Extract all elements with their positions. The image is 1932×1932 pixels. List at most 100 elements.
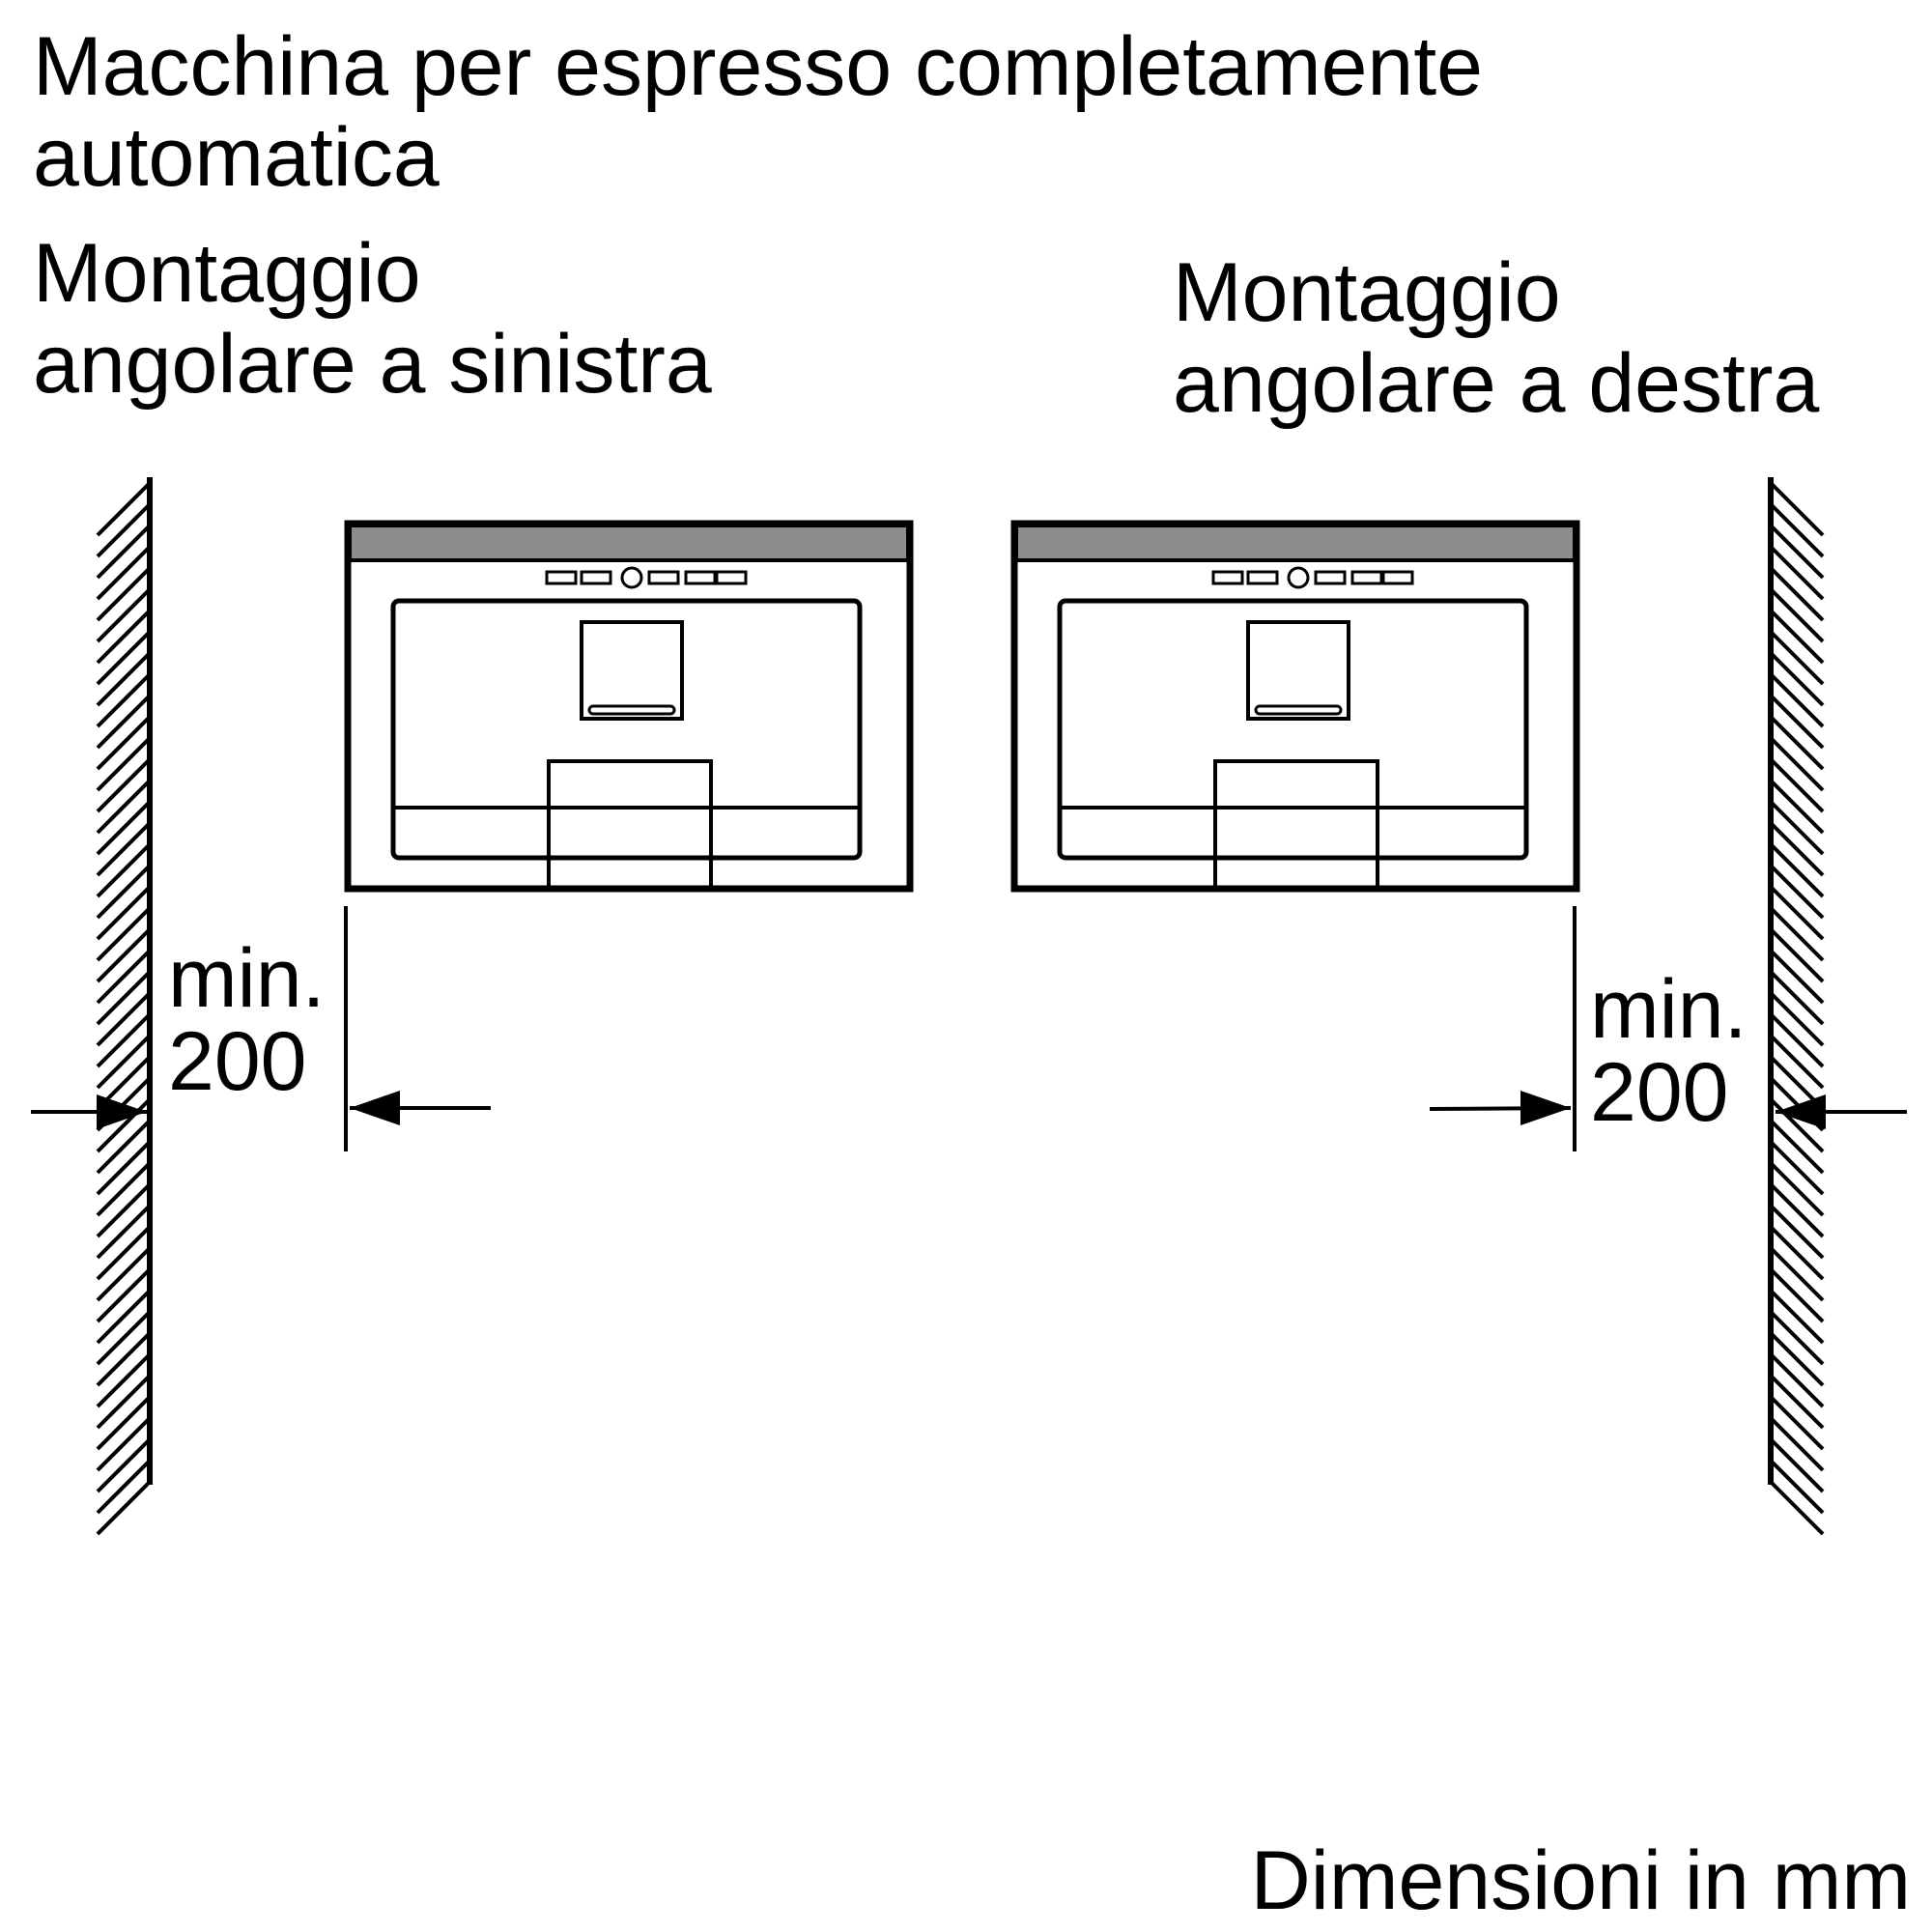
hatch-line [1769,1289,1825,1345]
hatch-line [96,1225,152,1281]
hatch-line [96,502,152,558]
hatch-line [96,949,152,1005]
front-panel [1057,598,1529,861]
hatch-line [96,1331,152,1387]
hatch-line [1769,991,1825,1047]
hatch-line [1769,545,1825,601]
hatch-line [96,864,152,920]
hatch-line [96,800,152,856]
hatch-line [1769,609,1825,665]
hatch-line [96,1267,152,1323]
left-wall-hatching [96,481,152,1536]
hatch-line [1769,1331,1825,1387]
drawer [580,620,684,721]
hatch-line [96,1097,152,1153]
hatch-line [1769,481,1825,537]
page-title: Macchina per espresso completamente auto… [33,21,1483,203]
right-espresso-machine [1010,520,1580,893]
title-line-1: Macchina per espresso completamente [33,20,1483,113]
hatch-line [1769,864,1825,920]
hatch-line [1769,1204,1825,1260]
spout-block [1213,759,1379,887]
hatch-line [96,1204,152,1260]
left-clearance-min: min. [168,932,326,1025]
hatch-line [1769,651,1825,707]
hatch-line [1769,1161,1825,1217]
left-mount-heading: Montaggio angolare a sinistra [33,228,712,410]
hatch-line [1769,1012,1825,1068]
left-clearance-value: 200 [168,1015,307,1108]
hatch-line [1769,1140,1825,1196]
top-strip [1014,524,1577,562]
spout-block [547,759,713,887]
hatch-line [1769,566,1825,622]
hatch-line [96,630,152,686]
hatch-line [1769,1267,1825,1323]
hatch-line [96,481,152,537]
hatch-line [96,842,152,898]
hatch-line [96,1352,152,1408]
left-clearance-label: min. 200 [168,937,325,1103]
hatch-line [96,545,152,601]
right-wall-hatching [1769,481,1825,1536]
hatch-line [96,1140,152,1196]
left-mount-heading-line-2: angolare a sinistra [33,318,712,411]
hatch-line [96,1310,152,1366]
hatch-line [1769,1374,1825,1430]
hatch-line [1769,906,1825,962]
title-line-2: automatica [33,111,440,204]
hatch-line [96,1246,152,1302]
hatch-line [96,1161,152,1217]
hatch-line [96,906,152,962]
hatch-line [1769,927,1825,983]
hatch-line [1769,1352,1825,1408]
hatch-line [1769,1225,1825,1281]
hatch-line [96,991,152,1047]
right-wall [1768,477,1825,1536]
hatch-line [96,1395,152,1451]
left-clearance-dimension [31,906,491,1151]
hatch-line [96,1012,152,1068]
right-clearance-min: min. [1590,963,1747,1056]
hatch-line [96,1289,152,1345]
hatch-line [96,1480,152,1536]
right-mount-heading-line-2: angolare a destra [1173,337,1820,430]
hatch-line [1769,1459,1825,1515]
hatch-line [1769,949,1825,1005]
hatch-line [96,1182,152,1238]
hatch-line [96,1416,152,1472]
hatch-line [1769,1034,1825,1090]
hatch-line [1769,672,1825,728]
hatch-line [96,821,152,877]
hatch-line [1769,524,1825,580]
hatch-line [1769,1395,1825,1451]
hatch-line [96,1437,152,1493]
hatch-line [96,651,152,707]
hatch-line [1769,1437,1825,1493]
hatch-line [1769,1416,1825,1472]
hatch-line [1769,821,1825,877]
hatch-line [96,566,152,622]
hatch-line [96,1034,152,1090]
right-mount-heading: Montaggio angolare a destra [1173,247,1819,429]
hatch-line [1769,736,1825,792]
hatch-line [1769,1246,1825,1302]
hatch-line [96,779,152,835]
hatch-line [1769,1182,1825,1238]
hatch-line [96,524,152,580]
drawer [1246,620,1350,721]
hatch-line [1769,1119,1825,1175]
hatch-line [1769,757,1825,813]
front-panel [390,598,863,861]
hatch-line [1769,1097,1825,1153]
control-panel [1211,566,1414,589]
hatch-line [1769,842,1825,898]
hatch-line [96,736,152,792]
hatch-line [1769,715,1825,771]
hatch-line [1769,885,1825,941]
hatch-line [96,970,152,1026]
hatch-line [1769,587,1825,643]
hatch-line [1769,694,1825,750]
hatch-line [1769,800,1825,856]
